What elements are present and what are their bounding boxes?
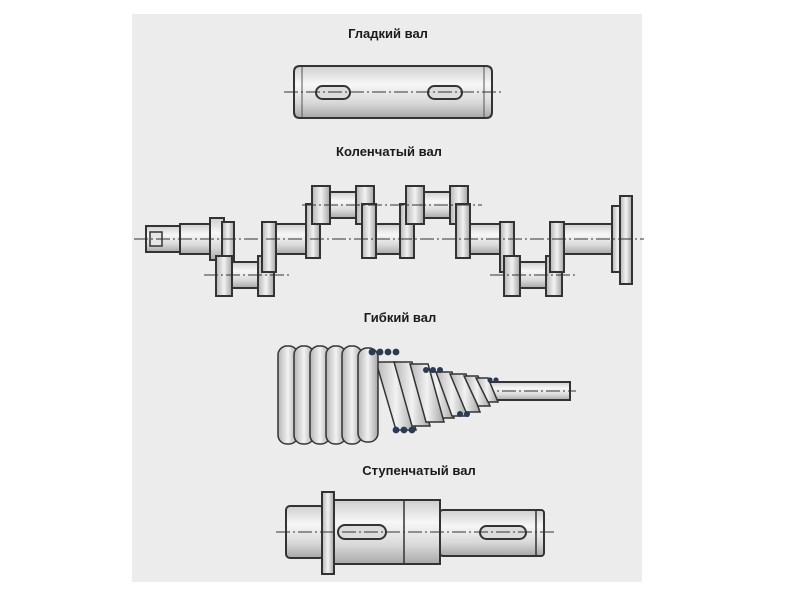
flexible-shaft-caption: Гибкий вал	[363, 310, 437, 325]
stepped-shaft	[276, 491, 556, 575]
crankshaft-caption: Коленчатый вал	[336, 144, 442, 159]
flexible-shaft	[277, 345, 576, 445]
crankshaft	[134, 185, 644, 297]
smooth-shaft-caption: Гладкий вал	[348, 26, 428, 41]
stepped-shaft-caption: Ступенчатый вал	[362, 463, 476, 478]
smooth-shaft	[284, 65, 504, 119]
